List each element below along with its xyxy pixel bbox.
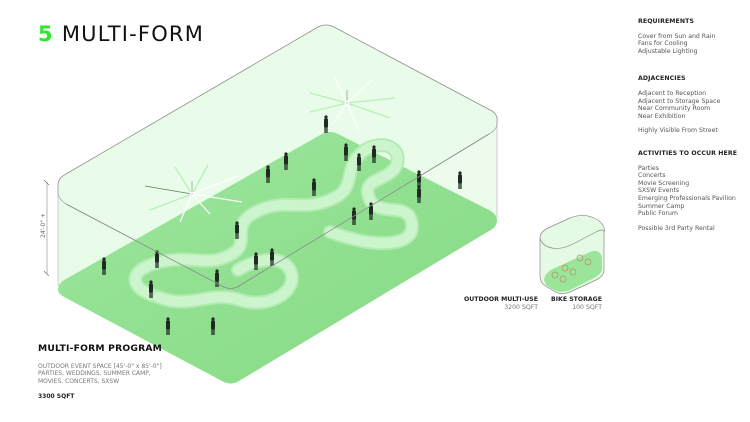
activity-item: Emerging Professionals Pavilion: [638, 194, 736, 202]
people-figures: [102, 115, 462, 335]
activity-note: Possible 3rd Party Rental: [638, 224, 715, 232]
requirements-heading: REQUIREMENTS: [638, 18, 695, 25]
program-title: MULTI-FORM PROGRAM: [38, 343, 163, 354]
activities-section: ACTIVITIES TO OCCUR HERE Parties Concert…: [638, 150, 750, 232]
requirement-item: Adjustable Lighting: [638, 47, 698, 55]
outdoor-label-area: 3200 SQFT: [504, 304, 538, 311]
activity-item: Movie Screening: [638, 179, 690, 187]
activity-item: Summer Camp: [638, 202, 685, 210]
bike-storage-label: BIKE STORAGE 100 SQFT: [540, 296, 602, 312]
adjacencies-heading: ADJACENCIES: [638, 75, 686, 83]
activities-heading: ACTIVITIES TO OCCUR HERE: [638, 149, 738, 157]
activity-item: SXSW Events: [638, 187, 680, 195]
bike-label-area: 100 SQFT: [572, 304, 602, 311]
requirement-item: Cover from Sun and Rain: [638, 32, 716, 40]
program-desc-line: PARTIES, WEDDINGS, SUMMER CAMP,: [38, 370, 151, 378]
page-title: 5 MULTI-FORM: [38, 22, 204, 46]
adjacency-item: Adjacent to Reception: [638, 89, 707, 97]
outdoor-label-name: OUTDOOR MULTI-USE: [464, 296, 538, 303]
bike-storage-pod: [539, 215, 605, 294]
adjacency-note: Highly Visible From Street: [638, 127, 718, 135]
activity-item: Parties: [638, 164, 659, 172]
ceiling-fan-right: [309, 75, 396, 131]
requirements-section: REQUIREMENTS Cover from Sun and Rain Fan…: [638, 18, 750, 55]
requirement-item: Fans for Cooling: [638, 40, 688, 48]
ceiling-fan-left: [144, 164, 243, 223]
adjacency-item: Near Community Room: [638, 105, 711, 113]
adjacency-item: Adjacent to Storage Space: [638, 97, 721, 105]
program-desc-line: OUTDOOR EVENT SPACE [45'-0" x 85'-0"]: [38, 363, 162, 370]
info-panel: REQUIREMENTS Cover from Sun and Rain Fan…: [638, 18, 750, 247]
activity-item: Concerts: [638, 172, 666, 180]
outdoor-multi-use-label: OUTDOOR MULTI-USE 3200 SQFT: [430, 296, 538, 312]
section-title: MULTI-FORM: [61, 22, 205, 46]
serpentine-table: [128, 138, 419, 310]
program-summary: MULTI-FORM PROGRAM OUTDOOR EVENT SPACE […: [38, 343, 218, 400]
adjacencies-section: ADJACENCIES Adjacent to Reception Adjace…: [638, 75, 750, 135]
section-number: 5: [38, 22, 54, 46]
program-area: 3300 SQFT: [38, 393, 75, 401]
activity-item: Public Forum: [638, 210, 678, 218]
canopy-outline: [57, 124, 498, 290]
adjacency-item: Near Exhibition: [638, 112, 686, 120]
height-dimension-label: 24'-0" +: [40, 213, 47, 238]
height-dimension-line: [43, 180, 50, 276]
bike-label-name: BIKE STORAGE: [551, 296, 602, 303]
program-desc-line: MOVIES, CONCERTS, SXSW: [38, 377, 120, 385]
